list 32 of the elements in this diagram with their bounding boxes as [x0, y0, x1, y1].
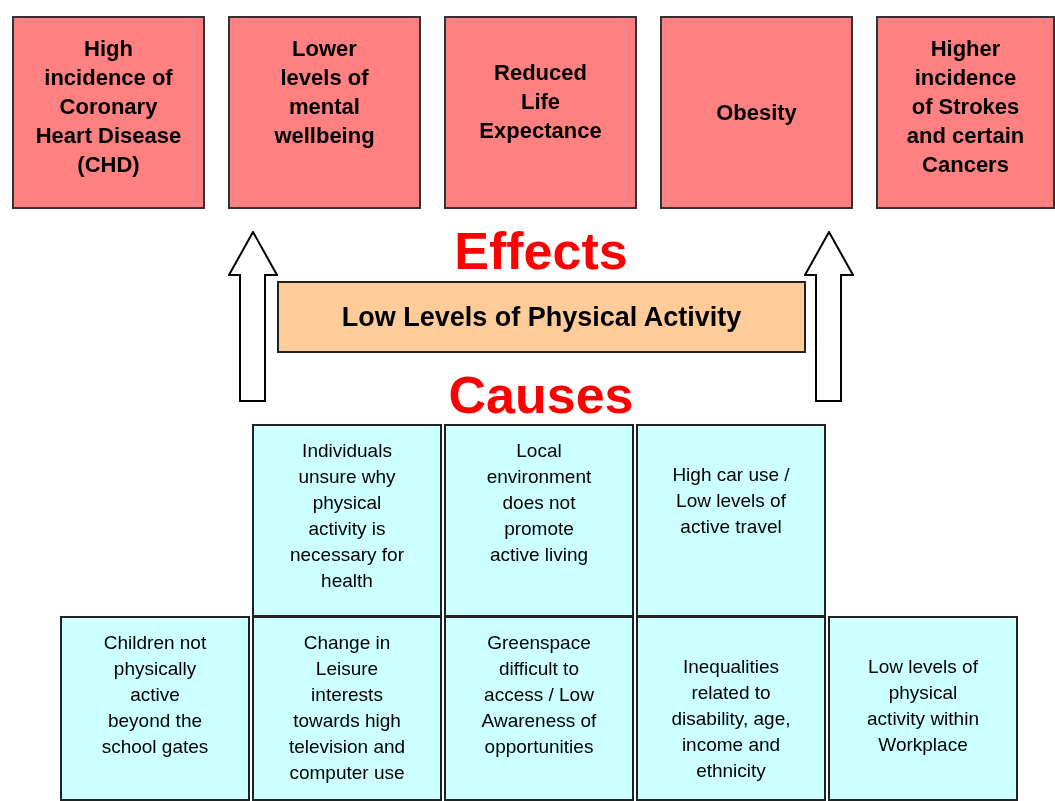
cause-box [636, 616, 826, 801]
box-text: Local environment does not promote active living [485, 439, 593, 567]
box-text: Lower levels of mental wellbeing [273, 35, 376, 150]
cause-box [636, 424, 826, 617]
block-arrow [804, 231, 854, 402]
box-text: High car use / Low levels of active travel [671, 463, 791, 539]
effect-box [12, 16, 205, 209]
core-problem-box [277, 281, 806, 353]
cause-box [444, 616, 634, 801]
effect-box [876, 16, 1055, 209]
cause-box [444, 424, 634, 617]
box-text: Inequalities related to disability, age, income and ethnicity [670, 655, 792, 783]
box-text: Low Levels of Physical Activity [341, 301, 742, 333]
box-text: Low levels of physical activity within Workplace [866, 655, 980, 757]
section-heading: Causes [448, 366, 634, 424]
section-heading: Effects [454, 222, 628, 280]
box-text: Individuals unsure why physical activity is necessary for health [288, 439, 405, 593]
cause-box [252, 424, 442, 617]
box-text: Children not physically active beyond the school gates [100, 631, 210, 759]
box-text: Obesity [716, 99, 797, 127]
box-text: Higher incidence of Strokes and certain Cancers [905, 35, 1026, 179]
cause-box [252, 616, 442, 801]
block-arrow [228, 231, 278, 402]
effect-box [228, 16, 421, 209]
box-text: Reduced Life Expectance [478, 59, 603, 145]
effect-box [444, 16, 637, 209]
box-text: Greenspace difficult to access / Low Awareness of opportunities [480, 631, 598, 759]
box-text: High incidence of Coronary Heart Disease (CHD) [34, 35, 183, 179]
box-text: Change in Leisure interests towards high television and computer use [287, 631, 407, 785]
cause-box [828, 616, 1018, 801]
effect-box [660, 16, 853, 209]
cause-box [60, 616, 250, 801]
